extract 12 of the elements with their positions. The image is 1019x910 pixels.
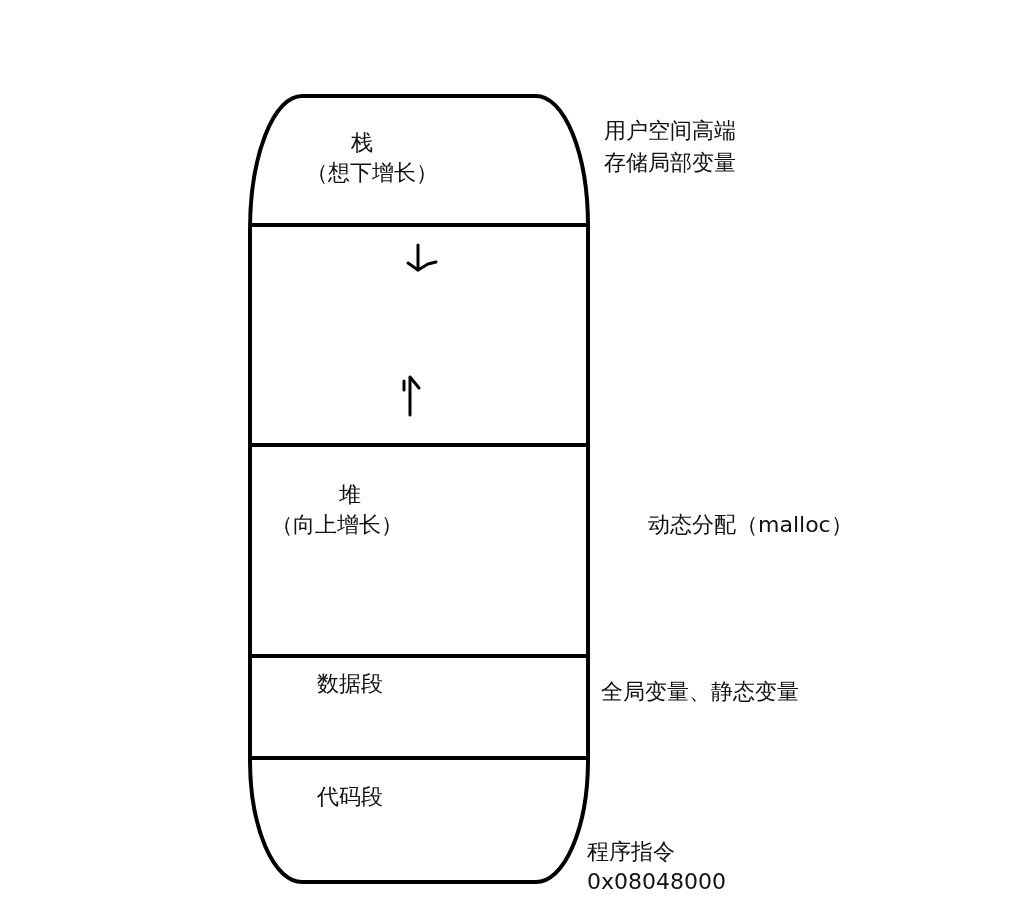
annotation-text: 动态分配（malloc） (648, 511, 853, 539)
segment-label: 代码段 (317, 783, 383, 811)
annotation-text: 全局变量、静态变量 (601, 678, 799, 706)
annotation-text: 程序指令 (587, 838, 675, 866)
segment-label: 栈 (351, 129, 373, 157)
segment-note: （想下增长） (306, 159, 438, 187)
segment-label: 堆 (339, 481, 361, 509)
segment-note: （向上增长） (271, 511, 403, 539)
annotation-text: 存储局部变量 (604, 149, 736, 177)
annotation-text: 用户空间高端 (604, 117, 736, 145)
annotation-text: 0x08048000 (587, 868, 726, 896)
segment-label: 数据段 (317, 670, 383, 698)
